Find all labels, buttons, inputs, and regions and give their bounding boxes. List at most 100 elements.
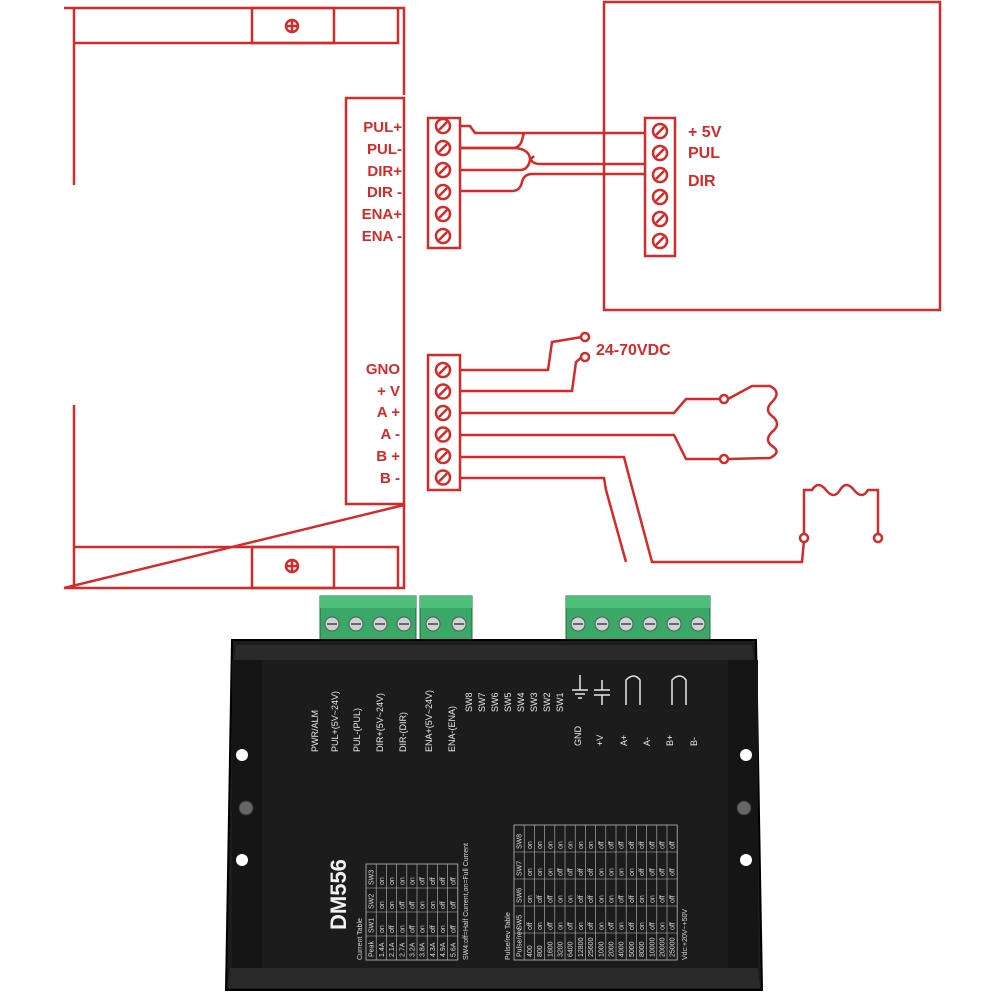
current-table-cell: on: [399, 877, 406, 885]
current-table-cell: 4.9A: [440, 942, 447, 957]
controller-screw-icon: [651, 210, 669, 228]
current-table-cell: 2.7A: [399, 942, 406, 957]
switch-silkscreen-label: SW6: [490, 692, 500, 712]
current-table-cell: off: [450, 877, 457, 885]
pulse-table-cell: off: [629, 922, 636, 930]
pulse-table-cell: on: [660, 922, 667, 930]
power-terminal-block: [426, 353, 462, 492]
switch-silkscreen-label: SW1: [555, 692, 565, 712]
pulse-table-cell: 400: [527, 945, 534, 957]
pulse-table-cell: on: [568, 895, 575, 903]
power-silkscreen-label: A-: [642, 737, 652, 746]
current-table-cell: off: [440, 901, 447, 909]
pulse-table-cell: off: [670, 868, 677, 876]
pulse-table-cell: off: [578, 868, 585, 876]
current-table-cell: SW2: [369, 894, 376, 909]
signal-screw-icon: [434, 205, 452, 223]
controller-box: [602, 0, 942, 312]
power-screw-icon: [434, 361, 452, 379]
pulse-table-cell: SW6: [517, 888, 524, 903]
wire-b-minus: [460, 476, 628, 563]
current-table-cell: off: [430, 877, 437, 885]
terminal-screw-icon: [642, 616, 658, 632]
pulse-table-cell: off: [568, 868, 575, 876]
pulse-table-cell: on: [558, 841, 565, 849]
pulse-table-cell: 5000: [629, 941, 636, 957]
terminal-screw-icon: [690, 616, 706, 632]
pulse-table-cell: off: [660, 895, 667, 903]
driver-inner-frame: [72, 8, 400, 588]
wire-b-plus: [460, 455, 806, 564]
controller-screw-icon: [651, 144, 669, 162]
current-table-cell: on: [420, 925, 427, 933]
current-table-cell: on: [379, 925, 386, 933]
pulse-table-cell: off: [578, 895, 585, 903]
current-table-cell: off: [420, 877, 427, 885]
signal-screw-icon: [434, 183, 452, 201]
switch-silkscreen-label: SW2: [542, 692, 552, 712]
power-silkscreen-label: GND: [573, 726, 583, 747]
pulse-table-cell: off: [660, 841, 667, 849]
current-table-cell: off: [410, 901, 417, 909]
pulse-table-cell: off: [660, 868, 667, 876]
current-table-cell: off: [440, 877, 447, 885]
pulse-table-cell: off: [649, 922, 656, 930]
signal-screw-terminals: [434, 117, 452, 245]
controller-screw-icon: [651, 188, 669, 206]
terminal-label-ena-minus: ENA -: [362, 228, 402, 245]
pulse-table-cell: off: [527, 922, 534, 930]
terminal-label-pul-minus: PUL-: [367, 141, 402, 158]
pulse-table-cell: on: [537, 868, 544, 876]
pulse-table-cell: on: [598, 868, 605, 876]
current-table-cell: SW3: [369, 870, 376, 885]
signal-silkscreen-label: PWR/ALM: [310, 710, 320, 752]
green-terminal-block: [419, 595, 473, 643]
terminal-screw-icon: [666, 616, 682, 632]
signal-silkscreen-label: PUL-(PUL): [352, 708, 362, 752]
controller-screw-terminals: [651, 122, 669, 250]
screw-icon-top: [284, 18, 300, 34]
pulse-table-cell: off: [649, 868, 656, 876]
pulse-table-cell: Pulse/rev: [517, 927, 524, 957]
pulse-table-cell: on: [609, 868, 616, 876]
pulse-table-cell: SW5: [517, 915, 524, 930]
supply-terminal-1: [579, 331, 591, 343]
power-screw-icon: [434, 447, 452, 465]
power-silkscreen-label: B+: [665, 735, 675, 746]
housing-bottom-rail: [228, 968, 760, 988]
power-screw-icon: [434, 426, 452, 443]
current-table-cell: off: [410, 925, 417, 933]
wire-pul-2: [460, 146, 645, 166]
terminal-label-b-minus: B -: [380, 470, 400, 487]
pulse-table-cell: off: [558, 868, 565, 876]
model-label: DM556: [326, 859, 351, 930]
green-terminal-block: [319, 595, 417, 643]
pulse-table-cell: off: [568, 922, 575, 930]
supply-terminal-2: [579, 351, 591, 363]
pulse-table-cell: on: [609, 895, 616, 903]
pulse-table-cell: on: [619, 922, 626, 930]
terminal-screw-icon: [372, 616, 388, 632]
wire-pul: [460, 132, 526, 150]
power-silkscreen-label: B-: [689, 737, 699, 746]
pulse-table-cell: 12800: [578, 937, 585, 957]
current-table-cell: 3.8A: [420, 942, 427, 957]
pulse-table-cell: off: [588, 895, 595, 903]
terminal-label-gnd: GNO: [366, 361, 401, 378]
coil-a: [727, 384, 779, 461]
housing-top-rail: [234, 645, 754, 660]
current-table-cell: 2.1A: [389, 942, 396, 957]
terminal-label-vplus: + V: [377, 383, 400, 400]
mount-hole-icon-3: [740, 749, 752, 761]
screw-icon-left: [238, 800, 254, 816]
pulse-table-note: Vdc:+20V~+50V: [682, 908, 689, 960]
current-table-cell: 4.3A: [430, 942, 437, 957]
wiring-diagram: PUL+ PUL- DIR+ DIR - ENA+ ENA - GNO + V …: [63, 0, 942, 590]
pulse-table-cell: off: [670, 841, 677, 849]
signal-silkscreen-label: ENA-(ENA): [447, 706, 457, 752]
switch-silkscreen-label: SW8: [464, 692, 474, 712]
screw-icon-bottom: [284, 558, 300, 574]
wire-gnd: [460, 335, 583, 372]
terminal-label-a-minus: A -: [381, 426, 400, 443]
